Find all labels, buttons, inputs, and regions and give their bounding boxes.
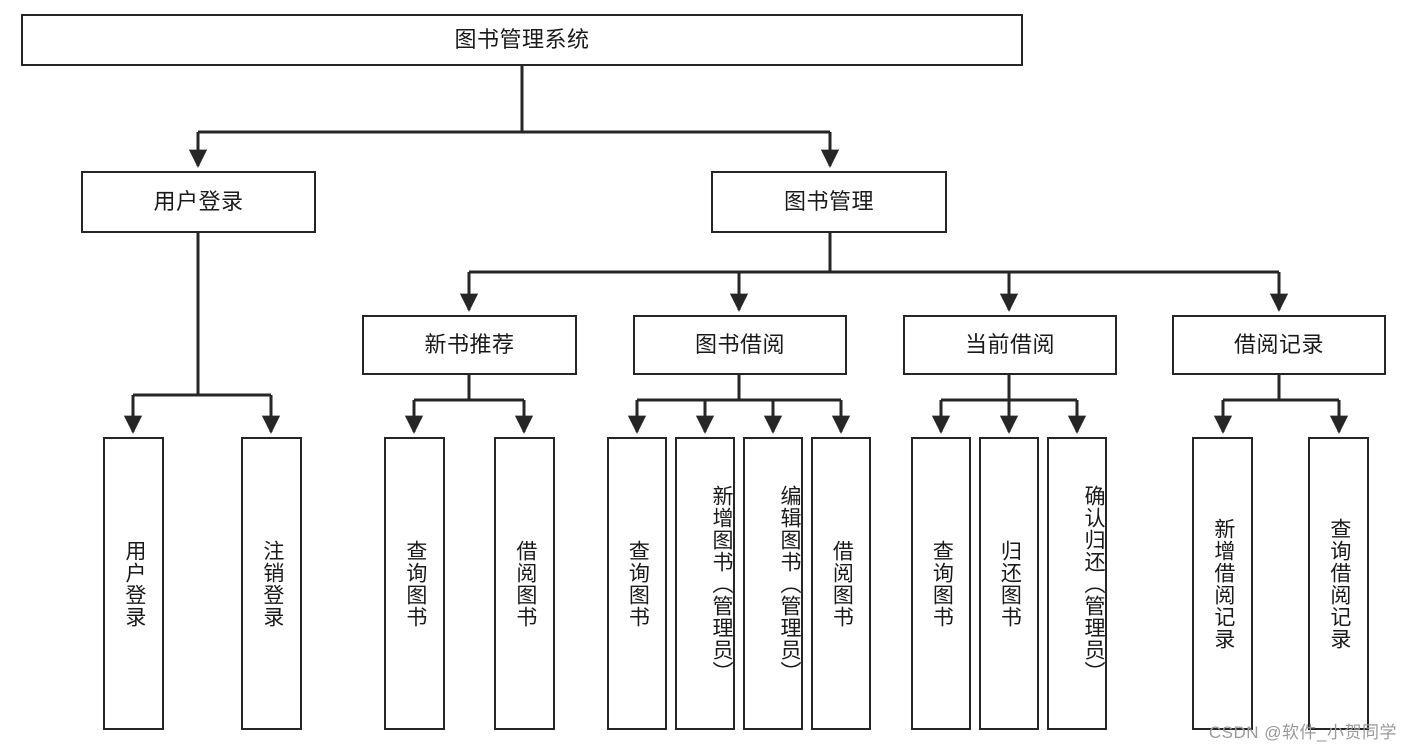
node-book-borrow-label: 图书借阅 — [694, 332, 785, 358]
node-leaf-confirm-return[interactable]: 确认归还（管理员） — [1047, 437, 1107, 730]
node-leaf-logout-login[interactable]: 注销登录 — [241, 437, 302, 730]
node-leaf-logout-login-label: 注销登录 — [260, 539, 284, 628]
node-leaf-user-login-label: 用户登录 — [122, 539, 146, 628]
node-borrow-record-label: 借阅记录 — [1233, 332, 1324, 358]
node-root[interactable]: 图书管理系统 — [21, 14, 1023, 66]
node-leaf-query-book-2[interactable]: 查询图书 — [607, 437, 667, 730]
node-leaf-borrow-book-1[interactable]: 借阅图书 — [494, 437, 555, 730]
node-leaf-borrow-book-2-label: 借阅图书 — [830, 539, 854, 628]
node-leaf-add-record-label: 新增借阅记录 — [1211, 517, 1235, 650]
node-leaf-add-book[interactable]: 新增图书（管理员） — [675, 437, 735, 730]
node-current-borrow-label: 当前借阅 — [964, 332, 1055, 358]
node-leaf-edit-book[interactable]: 编辑图书（管理员） — [743, 437, 803, 730]
node-leaf-query-book-1-label: 查询图书 — [403, 539, 427, 628]
node-current-borrow[interactable]: 当前借阅 — [903, 315, 1117, 375]
node-leaf-borrow-book-1-label: 借阅图书 — [513, 539, 537, 628]
node-leaf-add-book-label: 新增图书（管理员） — [710, 484, 733, 683]
node-leaf-add-record[interactable]: 新增借阅记录 — [1192, 437, 1253, 730]
node-borrow-record[interactable]: 借阅记录 — [1172, 315, 1386, 375]
node-book-borrow[interactable]: 图书借阅 — [633, 315, 847, 375]
node-user-login-label: 用户登录 — [153, 189, 244, 215]
node-leaf-user-login[interactable]: 用户登录 — [103, 437, 164, 730]
node-book-manage-label: 图书管理 — [783, 189, 874, 215]
node-leaf-return-book[interactable]: 归还图书 — [979, 437, 1039, 730]
node-leaf-edit-book-label: 编辑图书（管理员） — [778, 484, 801, 683]
node-leaf-query-book-3-label: 查询图书 — [930, 539, 954, 628]
node-leaf-query-record[interactable]: 查询借阅记录 — [1308, 437, 1369, 730]
watermark-text: CSDN @软件_小贺同学 — [1208, 723, 1397, 742]
node-book-manage[interactable]: 图书管理 — [711, 171, 947, 233]
node-leaf-return-book-label: 归还图书 — [998, 539, 1022, 628]
node-user-login[interactable]: 用户登录 — [81, 171, 316, 233]
node-leaf-query-book-2-label: 查询图书 — [626, 539, 650, 628]
node-leaf-confirm-return-label: 确认归还（管理员） — [1082, 484, 1105, 683]
node-leaf-query-book-3[interactable]: 查询图书 — [911, 437, 971, 730]
node-root-label: 图书管理系统 — [454, 27, 590, 53]
node-new-book-recommend[interactable]: 新书推荐 — [362, 315, 577, 375]
node-leaf-query-record-label: 查询借阅记录 — [1327, 517, 1351, 650]
node-leaf-query-book-1[interactable]: 查询图书 — [384, 437, 445, 730]
node-new-book-recommend-label: 新书推荐 — [424, 332, 515, 358]
node-leaf-borrow-book-2[interactable]: 借阅图书 — [811, 437, 871, 730]
